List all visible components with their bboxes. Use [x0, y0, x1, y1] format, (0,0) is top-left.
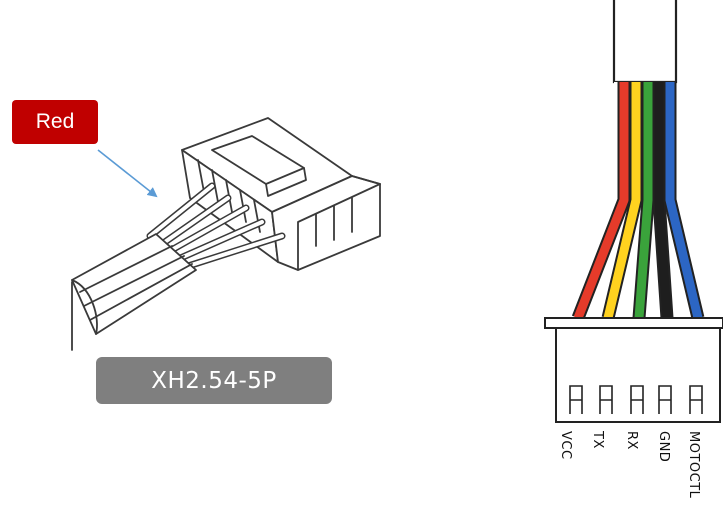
wire-gnd [654, 82, 672, 319]
pin-label-rx: RX [624, 431, 639, 450]
wire-motoctl [665, 82, 703, 320]
pin-contact-motoctl [689, 385, 703, 414]
wire-rx [634, 82, 653, 319]
pin-label-motoctl: MOTOCTL [686, 431, 701, 499]
pin-contact-gnd [658, 385, 672, 414]
pin-label-tx: TX [590, 431, 605, 449]
pin-label-gnd: GND [656, 431, 671, 463]
pin-contact-vcc [569, 385, 583, 414]
cable-sheath [612, 0, 678, 84]
header-lip [544, 317, 723, 329]
wire-vcc [573, 82, 629, 320]
red-wire-callout: Red [12, 100, 98, 144]
pin-label-vcc: VCC [558, 431, 573, 460]
callout-arrow [97, 149, 158, 198]
pin-contact-rx [630, 385, 644, 414]
header-body [555, 327, 721, 423]
connector-model-label: XH2.54-5P [96, 357, 332, 404]
connector-illustration [71, 117, 381, 351]
wiring-diagram [544, 0, 723, 423]
wire-tx [603, 82, 641, 320]
pin-contact-tx [599, 385, 613, 414]
